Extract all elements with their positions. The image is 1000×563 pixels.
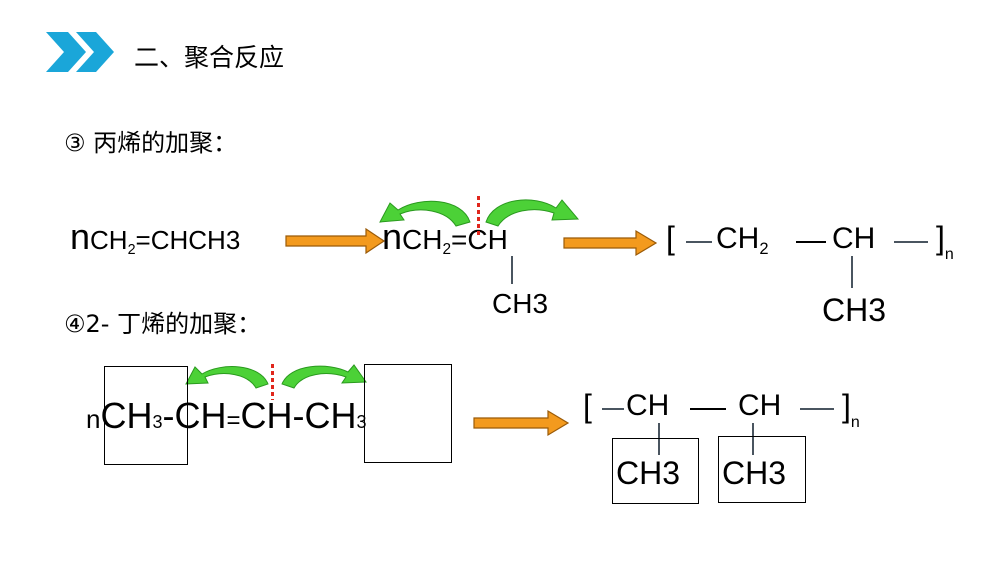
product-close-bracket: ]n — [936, 220, 954, 263]
butene-formula: nCH3-CH=CH-CH3 — [86, 396, 366, 442]
green-curved-arrow-left-1 — [379, 200, 471, 227]
bond-line — [511, 256, 513, 284]
product-ch-2: CH — [738, 389, 782, 422]
bond-line — [658, 423, 660, 455]
product-open-bracket: [ — [666, 220, 675, 256]
bond-line — [752, 423, 754, 455]
ch3-group-left: CH — [100, 395, 153, 436]
product-methyl: CH3 — [822, 292, 887, 328]
reaction-arrow-1 — [285, 227, 386, 255]
bond-break-dash — [271, 364, 274, 400]
repeat-n: n — [850, 414, 860, 431]
propylene-formula: nCH2=CHCH3 — [70, 219, 241, 260]
bond-line — [800, 408, 834, 410]
methyl-box-left — [104, 366, 188, 465]
ch-group: CH — [467, 224, 508, 255]
product-methyl-2: CH3 — [722, 455, 787, 491]
section-4-heading: ④2- 丁烯的加聚： — [64, 310, 262, 338]
reaction-arrow-3 — [473, 409, 570, 437]
product-open-bracket: [ — [583, 388, 592, 424]
product-close-bracket: ]n — [842, 388, 860, 431]
product-methyl-1: CH3 — [616, 455, 681, 491]
subscript-3: 3 — [152, 412, 163, 432]
product-methyl-box-1 — [612, 438, 699, 504]
bond-line — [894, 241, 928, 243]
subscript-3: 3 — [356, 412, 367, 432]
bond-line — [796, 241, 826, 243]
formula-rest: =CHCH3 — [135, 225, 241, 255]
methyl-group: CH3 — [492, 288, 549, 319]
green-curved-arrow-left-2 — [185, 366, 269, 389]
reaction-arrow-2 — [563, 229, 658, 257]
ch-group: -CH — [162, 395, 227, 436]
green-curved-arrow-right-1 — [485, 199, 580, 227]
coefficient-n: n — [382, 216, 403, 257]
product-methyl-box-2 — [718, 436, 806, 503]
ch3-group-right: CH — [304, 395, 357, 436]
subscript-2: 2 — [442, 241, 452, 259]
bond-line — [851, 256, 853, 288]
bond-line — [690, 408, 726, 410]
bond-line — [686, 241, 712, 243]
double-bond: = — [226, 407, 241, 434]
repeat-n: n — [944, 246, 954, 263]
product-ch-1: CH — [626, 389, 670, 422]
subscript-2: 2 — [127, 242, 136, 258]
green-curved-arrow-right-2 — [281, 364, 367, 389]
bond-line — [602, 408, 624, 410]
product-ch2: CH2 — [716, 222, 769, 258]
product-ch: CH — [832, 222, 876, 255]
ch2-group: CH — [402, 224, 443, 255]
bond-break-dash — [477, 196, 480, 236]
double-chevron-right-icon — [46, 32, 114, 72]
slide-title: 二、聚合反应 — [134, 43, 285, 72]
propylene-bond-break: nCH2=CH — [382, 219, 508, 260]
ch-group: CH- — [240, 395, 305, 436]
subscript-2: 2 — [759, 239, 769, 258]
methyl-box-right — [364, 364, 452, 463]
section-3-heading: ③ 丙烯的加聚： — [64, 129, 238, 157]
ch2-group: CH — [716, 222, 760, 255]
ch2-group: CH — [90, 225, 128, 255]
double-bond: = — [451, 224, 468, 255]
coefficient-n: n — [70, 216, 91, 257]
coefficient-n: n — [86, 404, 101, 434]
